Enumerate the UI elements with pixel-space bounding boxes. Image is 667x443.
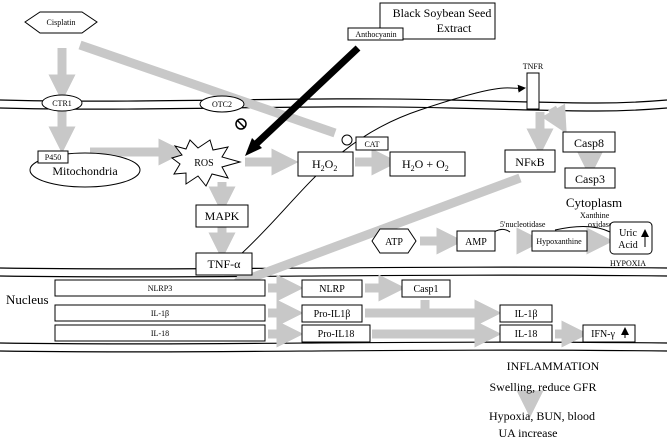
mapk-node: MAPK: [195, 204, 249, 228]
nlrp-node: NLRP: [301, 279, 363, 298]
svg-text:Anthocyanin: Anthocyanin: [355, 30, 396, 39]
outcome-label-1: Hypoxia, BUN, blood: [489, 409, 595, 423]
p450-node: P450: [37, 150, 69, 164]
svg-text:NLRP3: NLRP3: [148, 284, 172, 293]
curve-xanthine: [554, 226, 611, 233]
arrow-cisplatin-cat: [78, 40, 337, 138]
svg-text:Acid: Acid: [618, 240, 637, 251]
svg-text:Uric: Uric: [619, 228, 637, 239]
arrow-tnfa-tnfr: [239, 84, 526, 256]
svg-text:IL-1β: IL-1β: [151, 309, 169, 318]
svg-text:IL-18: IL-18: [515, 329, 538, 340]
svg-text:Casp8: Casp8: [574, 136, 604, 150]
atp-node: ATP: [371, 228, 417, 254]
svg-text:IL-1β: IL-1β: [515, 309, 538, 320]
svg-text:Hypoxanthine: Hypoxanthine: [536, 237, 582, 246]
svg-text:IFN-γ: IFN-γ: [591, 329, 615, 340]
swelling-label: Swelling, reduce GFR: [490, 380, 597, 394]
svg-text:ROS: ROS: [194, 158, 213, 169]
casp1-node: Casp1: [401, 279, 451, 298]
tnfr-node: TNFR: [523, 62, 544, 110]
svg-text:NFκB: NFκB: [515, 155, 544, 169]
h2o-o2-node: H2O + O2: [389, 151, 466, 177]
pro-il18-node: Pro-IL18: [301, 324, 371, 343]
nlrp3-gene: NLRP3: [54, 279, 266, 297]
amp-node: AMP: [456, 230, 496, 252]
svg-text:H2O + O2: H2O + O2: [402, 157, 449, 173]
hypoxanthine-node: Hypoxanthine: [531, 230, 588, 252]
il1b-gene: IL-1β: [54, 304, 266, 322]
svg-text:OTC2: OTC2: [212, 100, 232, 109]
il18-node: IL-18: [499, 324, 553, 343]
svg-text:Pro-IL1β: Pro-IL1β: [314, 309, 351, 320]
cytoplasm-label: Cytoplasm: [566, 195, 622, 210]
pro-il1b-node: Pro-IL1β: [301, 304, 363, 323]
svg-text:Casp1: Casp1: [414, 284, 439, 295]
extract-inhibition-arrow: [245, 45, 361, 156]
il18-gene: IL-18: [54, 324, 266, 342]
svg-text:Extract: Extract: [437, 21, 472, 35]
svg-text:IL-18: IL-18: [151, 329, 169, 338]
svg-text:TNF-α: TNF-α: [208, 257, 242, 271]
svg-text:Mitochondria: Mitochondria: [52, 164, 118, 178]
svg-text:CAT: CAT: [364, 140, 379, 149]
cat-node: CAT: [341, 134, 389, 151]
svg-text:ATP: ATP: [385, 237, 403, 248]
otc2-node: OTC2: [199, 95, 245, 113]
ifn-node: IFN-γ: [582, 324, 636, 343]
ros-node: ROS: [170, 139, 242, 187]
svg-text:MAPK: MAPK: [205, 209, 240, 223]
uric-acid-node: Uric Acid: [609, 221, 653, 255]
ctr1-node: CTR1: [41, 94, 83, 112]
svg-text:H2O2: H2O2: [312, 157, 337, 173]
casp8-node: Casp8: [562, 131, 616, 153]
gray-arrows: [48, 40, 614, 418]
svg-text:AMP: AMP: [465, 237, 487, 248]
svg-text:Black Soybean Seed: Black Soybean Seed: [393, 6, 492, 20]
outcome-label-2: UA increase: [499, 426, 558, 440]
svg-text:NLRP: NLRP: [319, 284, 345, 295]
casp3-node: Casp3: [564, 167, 616, 189]
cisplatin-node: Cisplatin: [24, 11, 98, 34]
inflammation-label: INFLAMMATION: [507, 359, 600, 373]
cell-membrane: [0, 98, 667, 112]
nucleus-label: Nucleus: [6, 292, 49, 307]
svg-text:P450: P450: [45, 153, 61, 162]
hypoxia-label: HYPOXIA: [610, 259, 646, 268]
nfkb-node: NFκB: [504, 149, 556, 173]
otc2-inhibit-icon: [235, 118, 247, 130]
h2o2-node: H2O2: [297, 151, 354, 177]
svg-text:CTR1: CTR1: [52, 99, 72, 108]
tnfa-node: TNF-α: [195, 252, 253, 276]
xanthine-oxidase-label-2: oxidase: [588, 220, 613, 229]
nuclear-membrane: [0, 266, 667, 353]
svg-text:Pro-IL18: Pro-IL18: [318, 329, 355, 340]
xanthine-oxidase-label-1: Xanthine: [580, 211, 610, 220]
svg-text:Cisplatin: Cisplatin: [47, 18, 76, 27]
svg-text:TNFR: TNFR: [523, 62, 544, 71]
arrow-tnfr-casp8: [541, 103, 567, 134]
il1b-node: IL-1β: [499, 304, 553, 323]
nucleotidase-label: 5'nucleotidase: [500, 220, 546, 229]
svg-text:Casp3: Casp3: [575, 172, 605, 186]
anthocyanin-node: Anthocyanin: [347, 27, 404, 41]
